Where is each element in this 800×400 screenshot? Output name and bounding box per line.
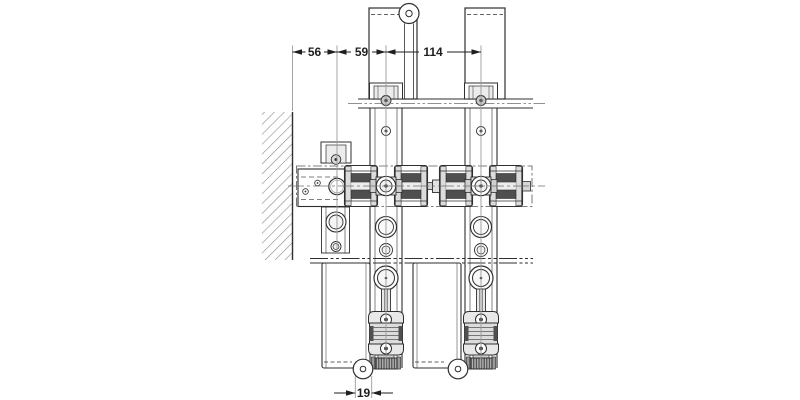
bottom-pivots (352, 358, 469, 380)
wall-section (262, 112, 294, 260)
dim-label-19: 19 (357, 386, 371, 400)
dimension-top: 56 59 114 (292, 45, 481, 59)
pivot-rail (320, 141, 352, 254)
door-panels-bottom (321, 262, 462, 369)
bottom-track (310, 258, 533, 264)
door-panel-bottom-right (412, 262, 462, 369)
dimension-bottom: 19 (334, 376, 393, 400)
dim-label-114: 114 (423, 45, 443, 59)
extension-lines (292, 45, 482, 368)
dim-label-56: 56 (308, 45, 322, 59)
wall-hatch (262, 112, 292, 260)
door-panel-bottom-left (321, 262, 371, 369)
top-track (348, 82, 545, 109)
dim-label-59: 59 (355, 45, 369, 59)
top-hinge-pivot (398, 2, 420, 25)
wall-bracket (297, 168, 347, 208)
